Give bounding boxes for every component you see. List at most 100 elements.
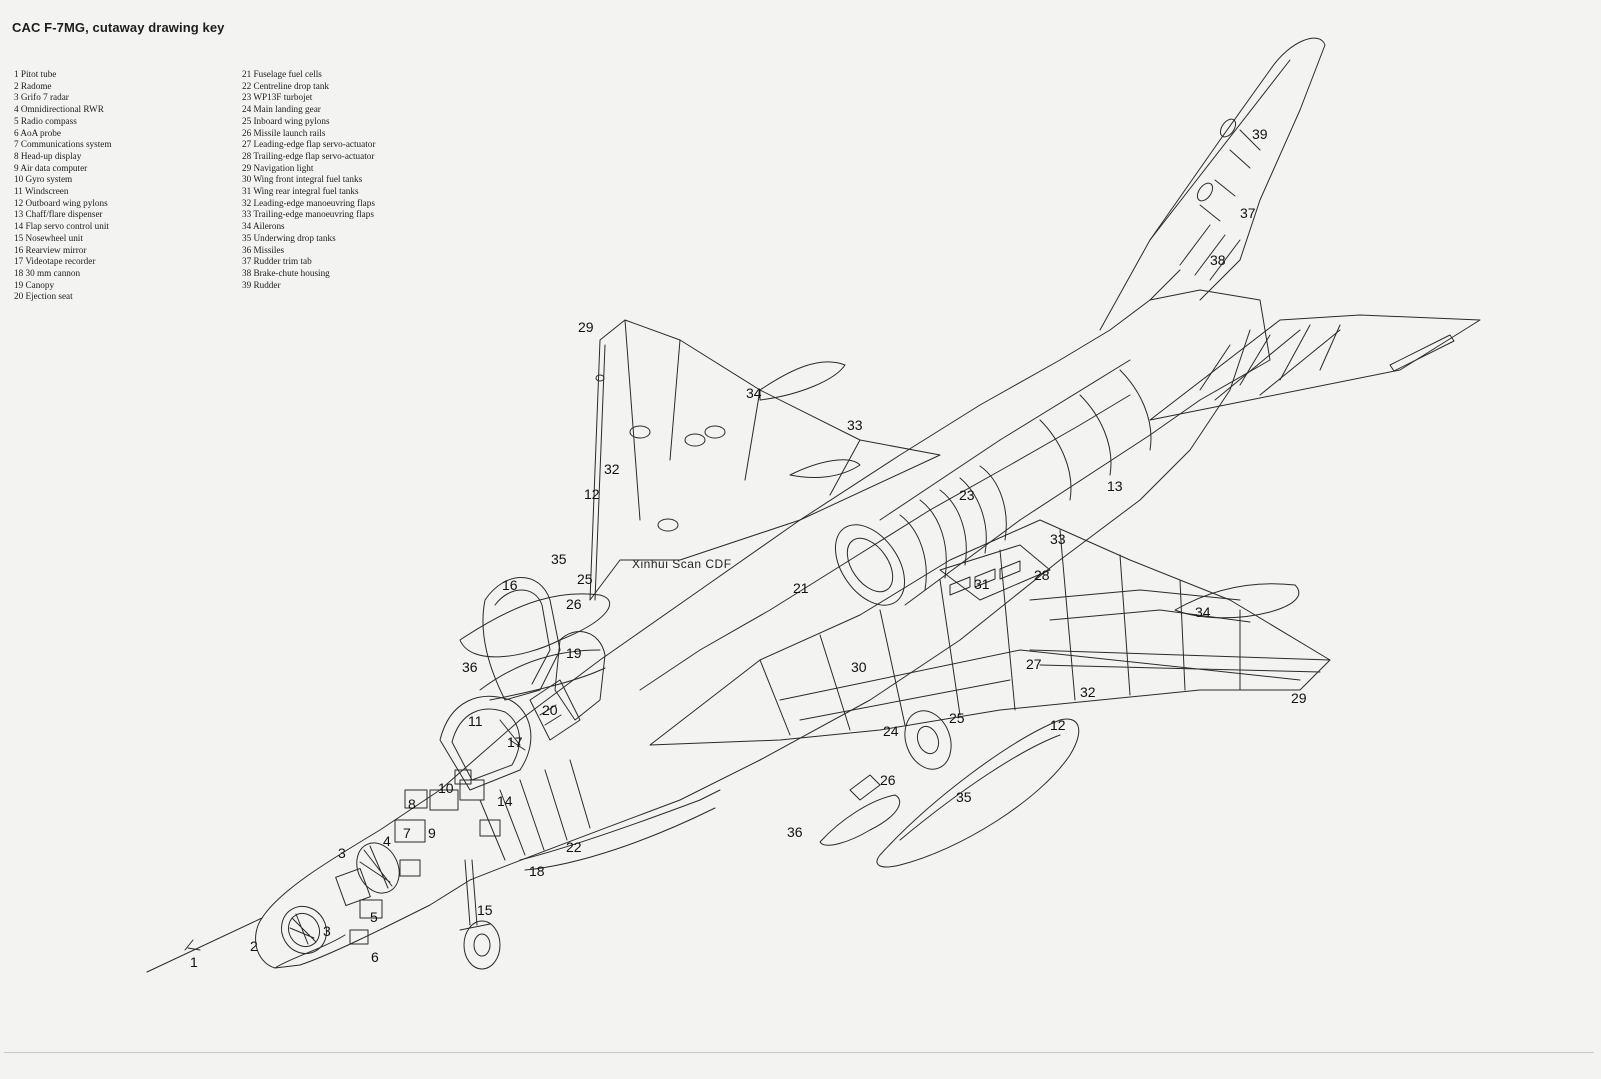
key-item: 26 Missile launch rails — [242, 127, 326, 138]
callout-39: 39 — [1252, 126, 1268, 142]
callout-1: 1 — [190, 954, 198, 970]
callout-20: 20 — [542, 702, 558, 718]
callout-27: 27 — [1026, 656, 1042, 672]
key-item: 18 30 mm cannon — [14, 267, 81, 278]
key-item: 28 Trailing-edge flap servo-actuator — [242, 150, 375, 161]
callout-5: 5 — [370, 909, 378, 925]
callout-29b: 29 — [1291, 690, 1307, 706]
key-item: 22 Centreline drop tank — [242, 80, 330, 91]
callout-17: 17 — [507, 734, 523, 750]
callout-34b: 34 — [1195, 604, 1211, 620]
callout-26: 26 — [566, 596, 582, 612]
key-item: 23 WP13F turbojet — [242, 92, 313, 103]
callout-24: 24 — [883, 723, 899, 739]
key-item: 31 Wing rear integral fuel tanks — [242, 186, 359, 197]
callout-9: 9 — [428, 825, 436, 841]
radome-radar — [280, 779, 485, 955]
key-item: 34 Ailerons — [242, 221, 285, 232]
key-item: 15 Nosewheel unit — [14, 232, 83, 243]
key-item: 8 Head-up display — [14, 150, 82, 161]
scan-watermark: Xinhui Scan CDF — [632, 557, 732, 571]
centreline-drop-tank — [479, 759, 721, 871]
key-list-left: 1 Pitot tube 2 Radome 3 Grifo 7 radar 4 … — [14, 69, 234, 303]
callout-35b: 35 — [956, 789, 972, 805]
key-item: 5 Radio compass — [14, 115, 77, 126]
callout-25b: 25 — [949, 710, 965, 726]
callout-33b: 33 — [1050, 531, 1066, 547]
callout-28: 28 — [1034, 567, 1050, 583]
key-list-right: 21 Fuselage fuel cells 22 Centreline dro… — [242, 69, 472, 291]
page-border-line — [4, 1052, 1594, 1053]
callout-15: 15 — [477, 902, 493, 918]
key-item: 33 Trailing-edge manoeuvring flaps — [242, 209, 374, 220]
callout-12: 12 — [584, 486, 600, 502]
callout-35: 35 — [551, 551, 567, 567]
key-item: 9 Air data computer — [14, 162, 88, 173]
key-item: 2 Radome — [14, 80, 52, 91]
diagram-title: CAC F-7MG, cutaway drawing key — [12, 20, 225, 35]
callout-34: 34 — [746, 385, 762, 401]
key-item: 35 Underwing drop tanks — [242, 232, 336, 243]
callout-23: 23 — [959, 487, 975, 503]
callout-3: 3 — [338, 845, 346, 861]
key-item: 25 Inboard wing pylons — [242, 115, 330, 126]
callout-36: 36 — [462, 659, 478, 675]
callout-32b: 32 — [1080, 684, 1096, 700]
callout-25: 25 — [577, 571, 593, 587]
key-item: 19 Canopy — [14, 279, 55, 290]
main-landing-gear — [904, 710, 952, 770]
key-item: 13 Chaff/flare dispenser — [14, 209, 103, 220]
pitot-tube — [146, 917, 263, 973]
callout-14: 14 — [497, 793, 513, 809]
callout-32: 32 — [604, 461, 620, 477]
turbojet-engine — [834, 289, 1271, 606]
callout-33: 33 — [847, 417, 863, 433]
key-item: 3 Grifo 7 radar — [14, 92, 69, 103]
key-item: 1 Pitot tube — [14, 69, 57, 79]
callout-26b: 26 — [880, 772, 896, 788]
key-item: 7 Communications system — [14, 139, 112, 150]
key-item: 39 Rudder — [242, 279, 281, 290]
callout-4: 4 — [383, 833, 391, 849]
key-item: 29 Navigation light — [242, 162, 314, 173]
callout-8: 8 — [408, 796, 416, 812]
callout-37: 37 — [1240, 205, 1256, 221]
callout-29: 29 — [578, 319, 594, 335]
key-item: 16 Rearview mirror — [14, 244, 87, 255]
callout-13: 13 — [1107, 478, 1123, 494]
key-item: 24 Main landing gear — [242, 104, 321, 115]
key-item: 20 Ejection seat — [14, 291, 73, 302]
tail-fin — [1099, 37, 1326, 331]
key-item: 38 Brake-chute housing — [242, 267, 330, 278]
key-item: 36 Missiles — [242, 244, 285, 255]
avionics-boxes — [349, 769, 501, 945]
key-item: 17 Videotape recorder — [14, 256, 96, 267]
fuselage-outline — [255, 269, 1251, 969]
cockpit-canopy — [439, 577, 606, 791]
callout-7: 7 — [403, 825, 411, 841]
callout-16: 16 — [502, 577, 518, 593]
wing-right — [649, 519, 1331, 746]
key-item: 30 Wing front integral fuel tanks — [242, 174, 363, 185]
callout-18: 18 — [529, 863, 545, 879]
horizontal-tailplane — [1149, 314, 1481, 421]
callout-22: 22 — [566, 839, 582, 855]
key-item: 27 Leading-edge flap servo-actuator — [242, 139, 376, 150]
callout-38: 38 — [1210, 252, 1226, 268]
callout-11: 11 — [468, 713, 483, 729]
callout-36b: 36 — [787, 824, 803, 840]
callout-2: 2 — [250, 938, 258, 954]
callout-30: 30 — [851, 659, 867, 675]
key-item: 21 Fuselage fuel cells — [242, 69, 322, 79]
key-item: 14 Flap servo control unit — [14, 221, 109, 232]
callout-19: 19 — [566, 645, 582, 661]
callout-31: 31 — [974, 576, 990, 592]
key-item: 4 Omnidirectional RWR — [14, 104, 104, 115]
callout-3b: 3 — [323, 923, 331, 939]
key-item: 10 Gyro system — [14, 174, 73, 185]
drop-tank-left — [459, 361, 861, 701]
nose-landing-gear — [459, 859, 501, 970]
key-item: 32 Leading-edge manoeuvring flaps — [242, 197, 375, 208]
